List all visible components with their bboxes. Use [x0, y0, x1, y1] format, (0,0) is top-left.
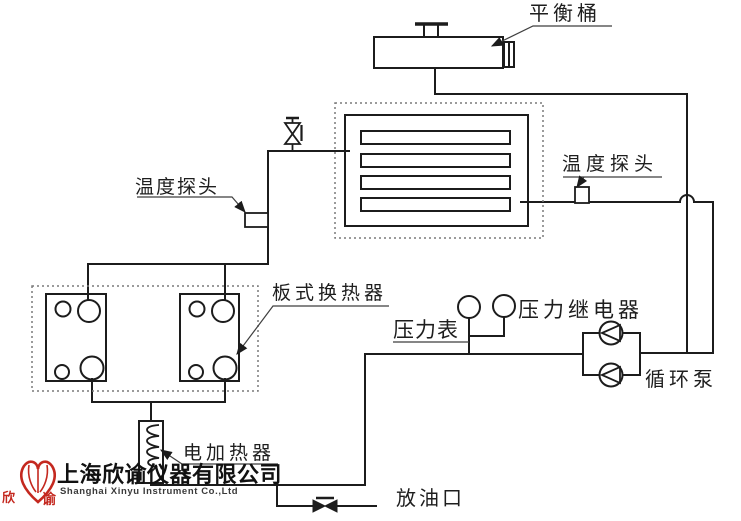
bottom-return-pipe: [150, 353, 584, 486]
heater-coil: [146, 424, 160, 473]
hx-bottom-header-pipe: [91, 378, 226, 422]
coil-bath-symbol: [334, 102, 544, 239]
heart-logo-icon: [19, 460, 57, 504]
pressure-relay-label: 压力继电器: [518, 298, 643, 322]
temperature-probe-right-icon: [574, 186, 590, 204]
pressure-gauge-label: 压力表: [393, 318, 459, 342]
balance-tank-label: 平衡桶: [529, 3, 601, 25]
balance-tank-leader: [490, 25, 612, 47]
temp-probe-right-label: 温度探头: [562, 154, 659, 175]
circulation-pump-icon: [582, 320, 641, 388]
temp-probe-left-label: 温度探头: [135, 177, 220, 198]
plate-heat-exchanger-label: 板式换热器: [272, 283, 388, 304]
balance-tank-pipe: [434, 67, 688, 354]
relief-valve-icon: [283, 116, 303, 151]
temp-probe-left-leader: [137, 196, 246, 213]
plate-hx-right-plate: [179, 293, 240, 382]
company-name-cn: 上海欣谕仪器有限公司: [57, 462, 283, 487]
coil-outlet-pipe: [520, 194, 714, 354]
pressure-relay-icon: [469, 294, 516, 337]
plate-hx-left-plate: [45, 293, 107, 382]
plate-hx-leader: [236, 305, 389, 355]
temperature-probe-left-icon: [244, 212, 269, 228]
drain-branch-pipe: [276, 484, 377, 507]
balance-tank-symbol: [373, 22, 515, 69]
coil-bath-dashed-box: [334, 102, 544, 239]
company-name-en: Shanghai Xinyu Instrument Co.,Ltd: [60, 486, 239, 497]
circulation-pump-label: 循环泵: [645, 369, 717, 391]
logo-char-right: 谕: [42, 493, 56, 508]
hx-top-header-pipe: [87, 263, 269, 301]
electric-heater-label: 电加热器: [183, 443, 276, 464]
pipe-network: [87, 67, 714, 507]
temp-probe-right-leader: [576, 175, 588, 188]
heater-leader: [160, 449, 278, 465]
plate-heat-exchanger-symbol: [31, 285, 259, 392]
pressure-gauge-icon: [457, 295, 481, 354]
logo-char-left: 欣: [2, 490, 16, 505]
drain-valve-icon: [312, 496, 338, 513]
annotation-leaders: [137, 25, 662, 465]
oil-drain-label: 放油口: [396, 488, 465, 510]
